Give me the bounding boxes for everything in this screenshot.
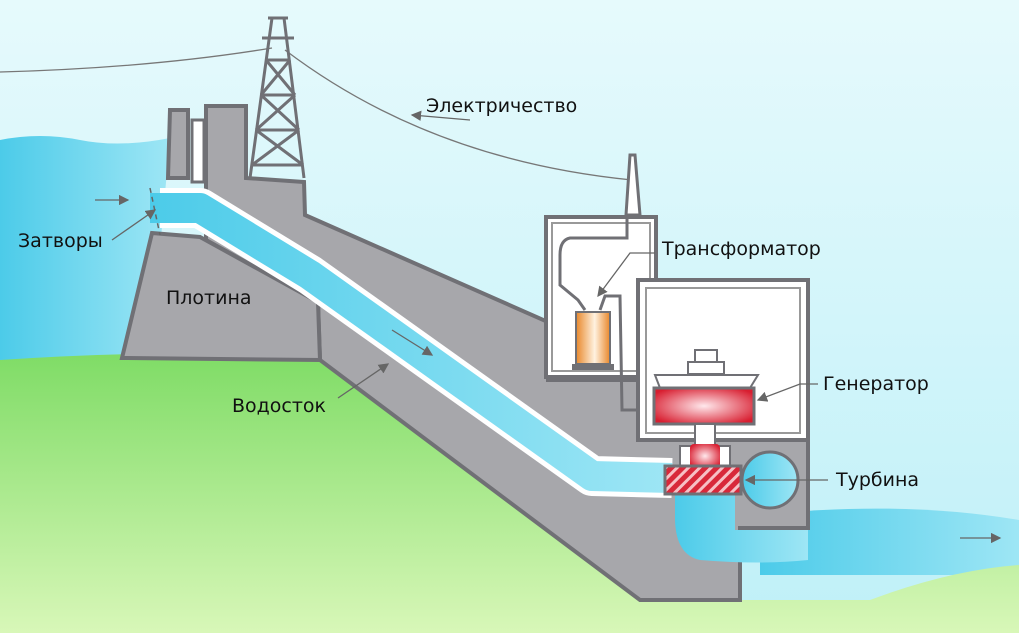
draft-tube <box>675 490 808 563</box>
cable <box>558 215 655 412</box>
label-gates: Затворы <box>18 230 103 252</box>
dam-crest <box>165 108 190 180</box>
transformer-pointer <box>597 252 655 298</box>
label-dam: Плотина <box>166 287 252 309</box>
power-line-right <box>284 49 633 181</box>
generator-house-inner <box>645 287 801 434</box>
flow-arrow-penstock <box>391 329 434 356</box>
penstock <box>150 193 673 493</box>
shaft <box>694 423 716 447</box>
transformer-base <box>572 364 614 370</box>
power-line-left <box>0 47 273 73</box>
gate-line <box>149 187 161 236</box>
label-penstock: Водосток <box>232 395 326 417</box>
label-transformer: Трансформатор <box>661 238 821 260</box>
transmission-tower <box>248 16 306 179</box>
penstock-pointer <box>337 363 390 399</box>
exciter-top <box>694 349 718 363</box>
generator-pointer <box>756 383 818 402</box>
transformer <box>575 311 611 365</box>
tailwater <box>760 508 1019 575</box>
turbine-runner-hub <box>690 444 720 468</box>
ground <box>0 353 1019 633</box>
reservoir-water <box>0 136 170 360</box>
turbine <box>663 464 743 496</box>
gates-pointer <box>111 209 157 241</box>
electricity-arrow <box>410 110 471 121</box>
label-electricity: Электричество <box>426 95 577 117</box>
generator <box>652 386 756 426</box>
label-generator: Генератор <box>823 373 929 395</box>
generator-cover <box>653 374 760 389</box>
gate-slot <box>190 118 206 184</box>
label-turbine: Турбина <box>835 469 919 491</box>
exciter <box>687 361 725 375</box>
dam-base <box>119 230 323 363</box>
